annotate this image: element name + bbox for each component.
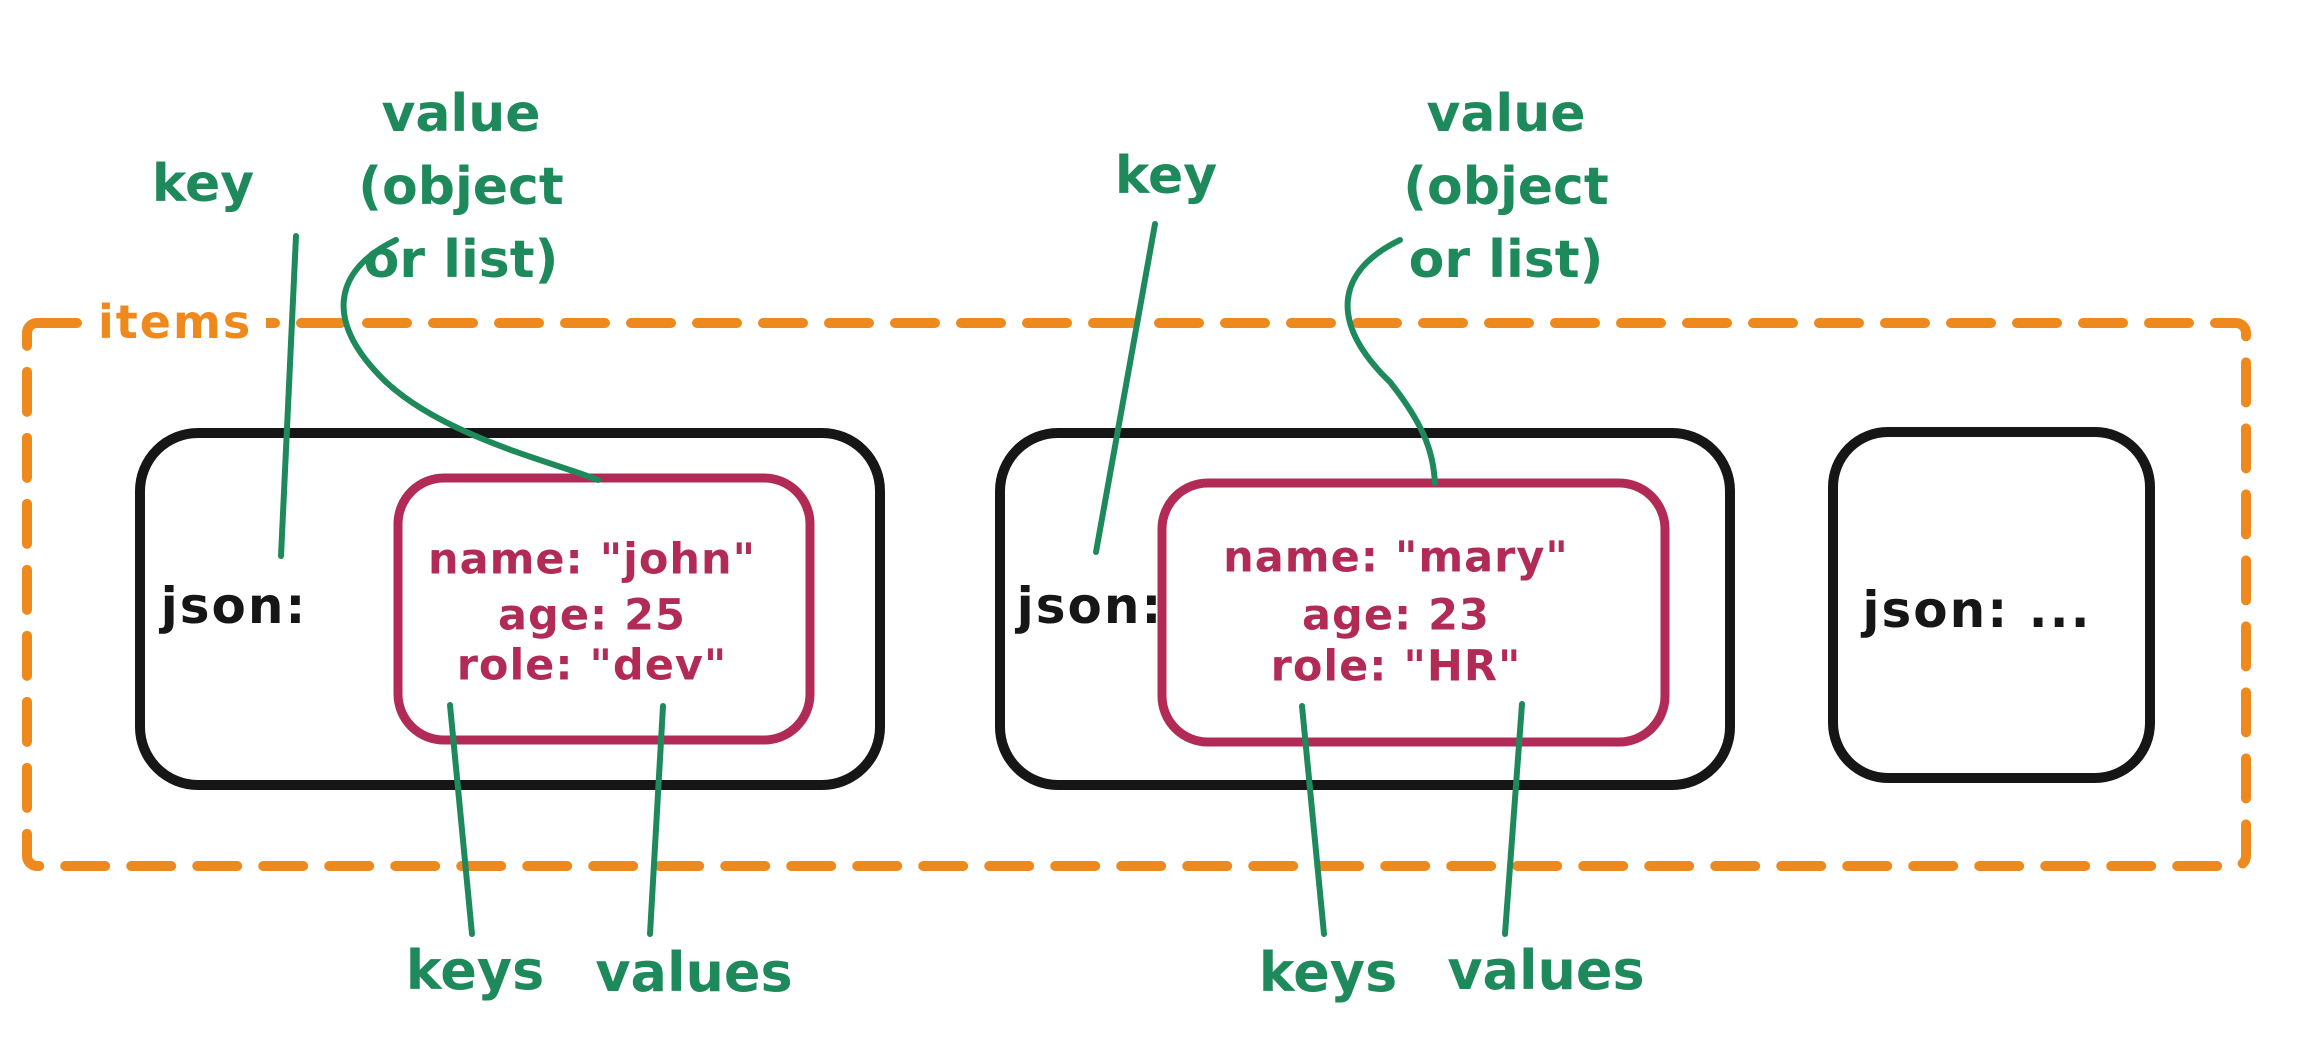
item-3-key-ellipsis: json: ... [1862, 581, 2092, 639]
value-annotation-2: value (object or list) [1403, 78, 1609, 297]
values-connector-line-1 [647, 703, 666, 937]
keys-connector-line-2 [1299, 703, 1327, 937]
value-annotation-1-line2: (object [358, 157, 564, 217]
item-1-key: json: [160, 577, 308, 635]
values-connector-line-2 [1502, 701, 1525, 937]
item-1-object-row-age: age: 25 [498, 590, 686, 641]
value-annotation-1-line1: value [381, 84, 541, 144]
keys-annotation-2: keys [1258, 941, 1398, 1004]
item-box-2 [995, 428, 1735, 790]
item-box-1 [135, 428, 885, 790]
item-box-3 [1828, 427, 2155, 783]
key-connector-line-1 [278, 233, 299, 559]
keys-connector-line-1 [447, 702, 475, 937]
item-2-object-row-age: age: 23 [1302, 590, 1490, 641]
value-annotation-1-line3: or list) [363, 230, 559, 290]
item-1-object-row-role: role: "dev" [456, 640, 728, 691]
items-boundary-label: items [84, 296, 267, 348]
value-annotation-2-line2: (object [1403, 157, 1609, 217]
item-2-object-row-role: role: "HR" [1270, 641, 1522, 692]
keys-annotation-1: keys [405, 939, 545, 1002]
item-1-object-row-name: name: "john" [427, 534, 757, 585]
object-box-2 [1157, 478, 1670, 747]
item-2-key: json: [1016, 577, 1164, 635]
value-annotation-2-line3: or list) [1408, 230, 1604, 290]
item-2-object-row-name: name: "mary" [1223, 532, 1569, 583]
key-annotation-1: key [151, 154, 255, 214]
values-annotation-1: values [595, 941, 793, 1004]
value-connector-curve-1 [340, 237, 601, 483]
value-connector-curve-2 [1344, 237, 1438, 486]
key-connector-line-2 [1093, 221, 1158, 555]
key-annotation-2: key [1114, 146, 1218, 206]
value-annotation-2-line1: value [1426, 84, 1586, 144]
values-annotation-2: values [1447, 939, 1645, 1002]
value-annotation-1: value (object or list) [358, 78, 564, 297]
object-box-1 [393, 473, 815, 745]
